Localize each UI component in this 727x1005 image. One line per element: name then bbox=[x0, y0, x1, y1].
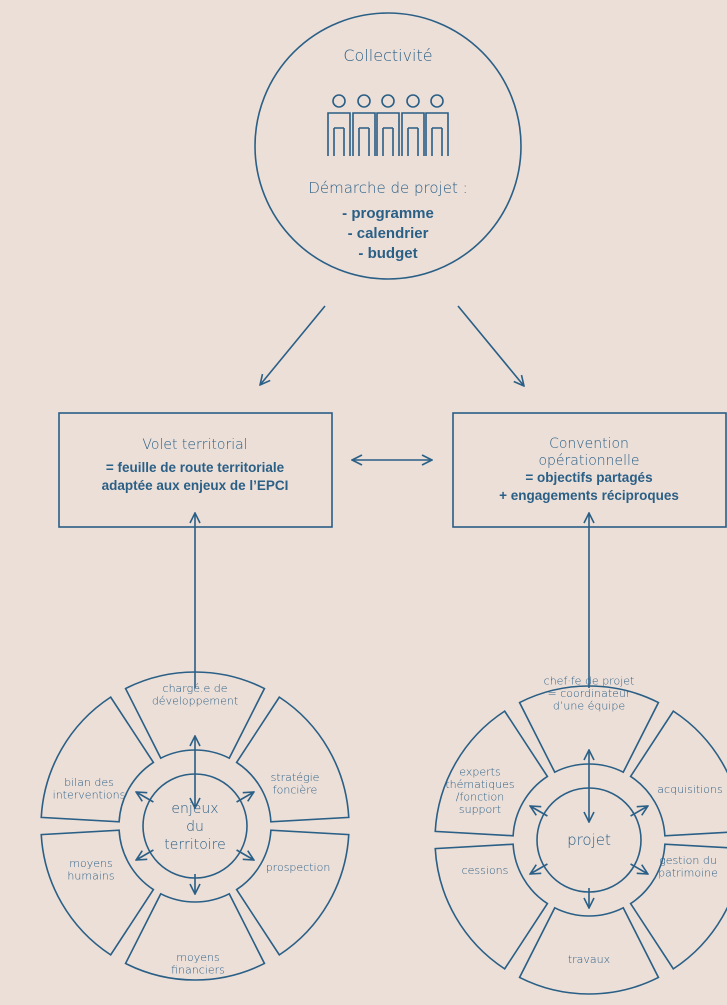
volet-line-2: adaptée aux enjeux de l’EPCI bbox=[102, 478, 289, 493]
right-wheel-segment-label: = coordinateur bbox=[548, 687, 631, 700]
right-wheel-segment-label: acquisitions bbox=[657, 783, 722, 796]
left-wheel-segment-label: chargé.e de bbox=[163, 682, 228, 695]
right-wheel-segment-label: d’une équipe bbox=[553, 700, 625, 713]
convention-line-1: = objectifs partagés bbox=[525, 470, 652, 485]
left-wheel-segment bbox=[235, 696, 350, 823]
left-wheel-segment-label: moyens bbox=[176, 951, 219, 964]
left-wheel-segment-label: foncière bbox=[273, 783, 318, 796]
right-wheel-segment-label: thématiques bbox=[445, 778, 514, 791]
demarche-subtitle: Démarche de projet : bbox=[308, 179, 467, 197]
right-wheel-segment-label: support bbox=[459, 803, 501, 816]
collectivite-title: Collectivité bbox=[343, 46, 432, 65]
right-wheel-segment bbox=[518, 906, 660, 995]
convention-box: Convention opérationnelle = objectifs pa… bbox=[452, 412, 727, 528]
left-wheel-spoke-arrow bbox=[236, 792, 254, 803]
convention-title-1: Convention bbox=[549, 436, 629, 452]
left-wheel-spoke-arrow bbox=[136, 792, 154, 803]
person-icon bbox=[425, 94, 449, 156]
left-wheel-segment bbox=[124, 671, 266, 760]
left-wheel-segment-label: financiers bbox=[171, 963, 225, 976]
volet-territorial-box: Volet territorial = feuille de route ter… bbox=[58, 412, 333, 528]
left-wheel-segment-label: humains bbox=[67, 869, 114, 882]
volet-line-1: = feuille de route territoriale bbox=[106, 460, 285, 475]
demarche-item-programme: - programme bbox=[342, 205, 434, 222]
convention-title-2: opérationnelle bbox=[538, 453, 639, 469]
left-wheel-segment-label: moyens bbox=[69, 857, 112, 870]
left-wheel-center-label: du bbox=[186, 819, 204, 835]
right-wheel-spoke-arrow bbox=[630, 806, 648, 817]
person-icon bbox=[327, 94, 351, 156]
left-wheel-center-label: enjeux bbox=[171, 801, 218, 817]
left-wheel-spoke-arrow bbox=[136, 849, 154, 860]
collectivite-node: Collectivité Démarche de projet : - prog… bbox=[254, 12, 522, 280]
right-wheel-spoke-arrow bbox=[530, 863, 548, 874]
right-wheel-segment-label: experts bbox=[459, 765, 500, 778]
right-wheel-center-label: projet bbox=[567, 831, 611, 849]
right-wheel-segment-label: travaux bbox=[568, 953, 610, 966]
left-wheel-segment-label: développement bbox=[152, 694, 238, 707]
right-wheel-segment-label: /fonction bbox=[456, 790, 504, 803]
person-icon bbox=[401, 94, 425, 156]
left-wheel-segment-label: bilan des bbox=[64, 776, 114, 789]
right-wheel-segment-label: cessions bbox=[462, 864, 509, 877]
left-wheel-segment-label: prospection bbox=[266, 861, 331, 874]
right-wheel-segment bbox=[518, 685, 660, 774]
left-wheel-segment bbox=[40, 696, 155, 823]
people-group-icon bbox=[327, 94, 449, 156]
right-wheel-segment bbox=[629, 710, 727, 837]
left-wheel-segment bbox=[124, 892, 266, 981]
right-wheel-segment-label: patrimoine bbox=[658, 866, 718, 879]
left-wheel-center-label: territoire bbox=[164, 837, 226, 853]
right-wheel-spoke-arrow bbox=[530, 806, 548, 817]
demarche-item-budget: - budget bbox=[358, 245, 417, 262]
right-wheel-segment-label: gestion du bbox=[659, 854, 717, 867]
right-wheel-segment-label: chef·fe de projet bbox=[544, 675, 635, 688]
left-wheel-spoke-arrow bbox=[236, 849, 254, 860]
right-wheel-segment bbox=[434, 710, 549, 837]
demarche-item-calendrier: - calendrier bbox=[348, 225, 429, 242]
right-wheel-segment bbox=[629, 843, 727, 970]
left-wheel-segment bbox=[40, 829, 155, 956]
right-wheel-spoke-arrow bbox=[630, 863, 648, 874]
arrow-to-convention bbox=[457, 305, 524, 386]
left-wheel-segment bbox=[235, 829, 350, 956]
person-icon bbox=[376, 94, 400, 156]
left-wheel-segment-label: interventions bbox=[53, 788, 126, 801]
convention-line-2: + engagements réciproques bbox=[499, 488, 679, 503]
arrow-to-volet bbox=[260, 305, 326, 385]
volet-title: Volet territorial bbox=[142, 437, 247, 453]
left-wheel-segment-label: stratégie bbox=[271, 771, 320, 784]
person-icon bbox=[352, 94, 376, 156]
right-wheel-segment bbox=[434, 843, 549, 970]
